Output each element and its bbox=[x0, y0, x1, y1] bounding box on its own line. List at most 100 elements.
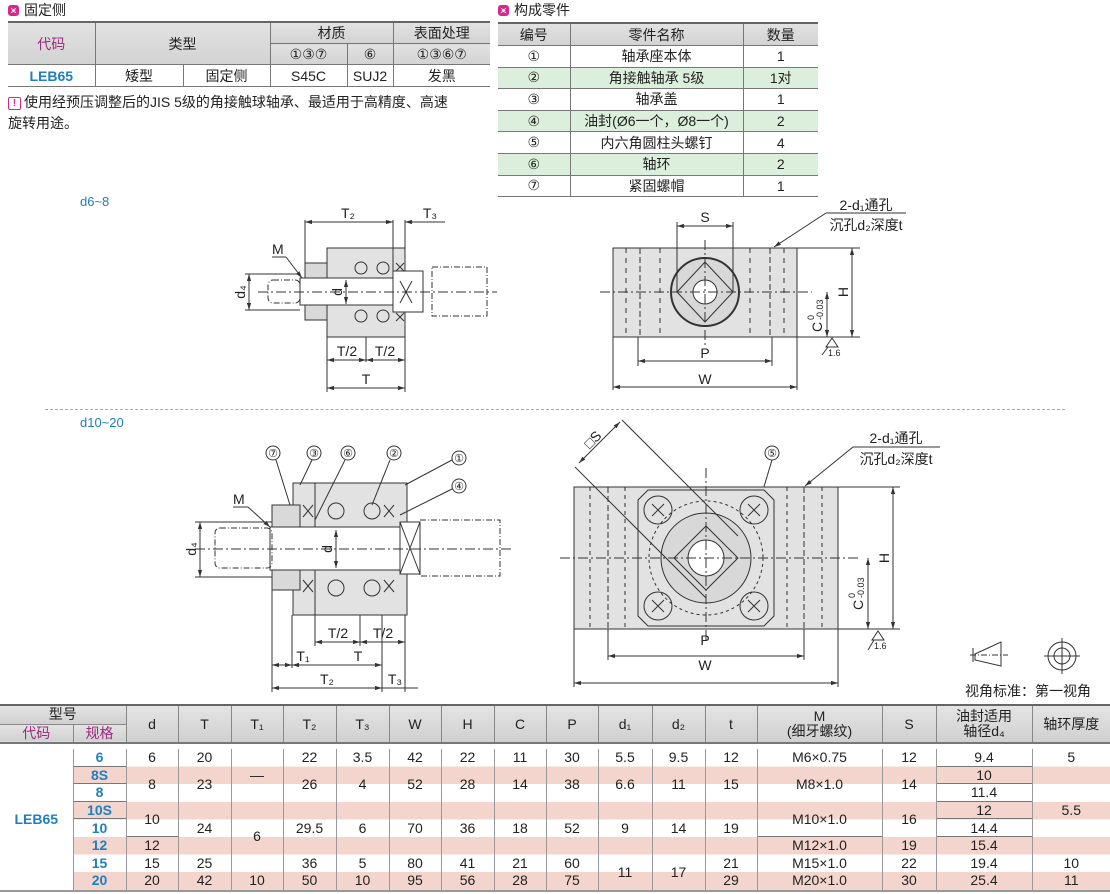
header-code: 代码 bbox=[8, 21, 96, 65]
cell-W: 52 bbox=[389, 766, 442, 802]
dim-S: S bbox=[700, 209, 709, 225]
spec-row: LEB65 6 6 20 — 22 3.5 42 22 11 30 5.5 9.… bbox=[0, 749, 1110, 890]
cell-T1: — bbox=[231, 749, 284, 802]
dim-C-tol-lower: -0.03 bbox=[815, 299, 825, 320]
cell-T1: 6 bbox=[231, 801, 284, 873]
component-name: 轴承座本体 bbox=[570, 45, 744, 68]
cell-d: 8 bbox=[126, 766, 179, 802]
component-qty: 1 bbox=[743, 88, 818, 111]
dim-C-tol-upper: 0 bbox=[806, 315, 816, 320]
cell-P: 75 bbox=[546, 872, 599, 890]
dim-T-half: T/2 bbox=[328, 625, 348, 641]
callout-6: ⑥ bbox=[343, 448, 353, 460]
callout-4: ④ bbox=[454, 481, 464, 493]
usage-note-text: 使用经预压调整后的JIS 5级的角接触球轴承、最适用于高精度、高速旋转用途。 bbox=[8, 94, 448, 131]
cell-collar: 5.5 bbox=[1061, 802, 1081, 819]
header-spec: 规格 bbox=[73, 724, 127, 743]
view-standard-label: 视角标准：第一视角 bbox=[965, 683, 1091, 699]
small-side-view bbox=[245, 219, 497, 392]
header-surface-parts: ①③⑥⑦ bbox=[393, 43, 490, 65]
header-d4-line1: 油封适用 bbox=[956, 708, 1012, 724]
dim-d: d bbox=[319, 545, 335, 553]
technical-drawings: T₂ T₃ M d₄ d T/2 T/2 T S 2-d₁通孔 沉孔d₂深度t … bbox=[183, 197, 1091, 699]
spec-size: 8 bbox=[73, 784, 127, 802]
type-2: 固定侧 bbox=[183, 64, 271, 87]
cell-T3: 3.5 bbox=[336, 749, 390, 767]
cell-P: 60 bbox=[546, 854, 599, 873]
dim-T-half: T/2 bbox=[375, 343, 395, 359]
component-qty: 2 bbox=[743, 153, 818, 176]
cell-T: 20 bbox=[178, 749, 232, 767]
cell-d2: 9.5 bbox=[652, 749, 706, 767]
cell-d4: 11.4 bbox=[936, 784, 1033, 802]
cell-C: 18 bbox=[494, 801, 547, 855]
cell-T2: 29.5 bbox=[283, 801, 337, 855]
header-model: 型号 bbox=[0, 705, 127, 725]
dim-T2: T₂ bbox=[341, 205, 355, 221]
cell-T3: 10 bbox=[336, 872, 390, 890]
cell-d2: 14 bbox=[652, 801, 706, 855]
cell-S: 22 bbox=[882, 854, 937, 873]
component-no: ④ bbox=[498, 110, 571, 133]
component-name: 油封(Ø6一个，Ø8一个) bbox=[570, 110, 744, 133]
header-C: C bbox=[494, 705, 547, 743]
dim-T3: T₃ bbox=[423, 205, 437, 221]
dim-T: T bbox=[354, 648, 363, 664]
header-H: H bbox=[441, 705, 495, 743]
range-label-large: d10~20 bbox=[80, 415, 124, 430]
component-no: ⑥ bbox=[498, 153, 571, 176]
component-name: 轴环 bbox=[570, 153, 744, 176]
cell-d2: 17 bbox=[652, 854, 706, 890]
cell-T: 24 bbox=[178, 801, 232, 855]
surface-value: 发黑 bbox=[427, 67, 456, 84]
cell-H: 56 bbox=[441, 872, 495, 890]
cell-d4: 19.4 bbox=[936, 854, 1033, 873]
spec-size: 8S bbox=[73, 766, 127, 785]
code-value: LEB65 bbox=[8, 64, 96, 87]
cell-M: M6×0.75 bbox=[757, 749, 883, 767]
hole-spec-1: 2-d₁通孔 bbox=[870, 430, 923, 446]
component-no: ① bbox=[498, 45, 571, 68]
cell-d: 15 bbox=[126, 854, 179, 873]
spec-size: 10 bbox=[73, 819, 127, 837]
header-no: 编号 bbox=[498, 22, 571, 46]
spec-row: 10S 10 24 6 29.5 6 70 36 18 52 9 14 19 M… bbox=[0, 801, 1110, 873]
small-front-view bbox=[600, 212, 906, 390]
dim-H: H bbox=[876, 553, 892, 563]
cell-T: 25 bbox=[178, 854, 232, 873]
roughness: 1.6 bbox=[874, 641, 887, 651]
dim-C: C bbox=[809, 322, 825, 332]
spec-row: 8 11.4 bbox=[0, 784, 1110, 802]
cell-T: 42 bbox=[178, 872, 232, 890]
type-1: 矮型 bbox=[95, 64, 184, 87]
cell-H: 28 bbox=[441, 766, 495, 802]
header-P: P bbox=[546, 705, 599, 743]
spec-size: 10S bbox=[73, 801, 127, 820]
material-2: SUJ2 bbox=[347, 64, 394, 87]
cell-T3: 5 bbox=[336, 854, 390, 873]
header-M: M(细牙螺纹) bbox=[757, 705, 883, 743]
components-title: 构成零件 bbox=[498, 0, 570, 20]
bolt-holes bbox=[643, 495, 769, 621]
dim-d4: d₄ bbox=[232, 285, 248, 299]
header-surface: 表面处理 bbox=[393, 21, 490, 44]
cell-W: 70 bbox=[389, 801, 442, 855]
dim-C-tol-upper: 0 bbox=[847, 593, 857, 598]
cell-C: 28 bbox=[494, 872, 547, 890]
dim-W: W bbox=[698, 657, 712, 673]
cell-T3: 6 bbox=[336, 801, 390, 855]
dim-T: T bbox=[362, 371, 371, 387]
dim-M: M bbox=[272, 241, 284, 257]
cell-M: M12×1.0 bbox=[757, 836, 883, 855]
dim-T-half: T/2 bbox=[337, 343, 357, 359]
cell-W: 95 bbox=[389, 872, 442, 890]
spec-code: LEB65 bbox=[0, 749, 74, 890]
cell-d: 20 bbox=[126, 872, 179, 890]
callout-3: ③ bbox=[309, 448, 319, 460]
spec-row: 15 15 25 36 5 80 41 21 60 11 17 21 M15×1… bbox=[0, 854, 1110, 890]
cell-M: M20×1.0 bbox=[757, 872, 883, 890]
